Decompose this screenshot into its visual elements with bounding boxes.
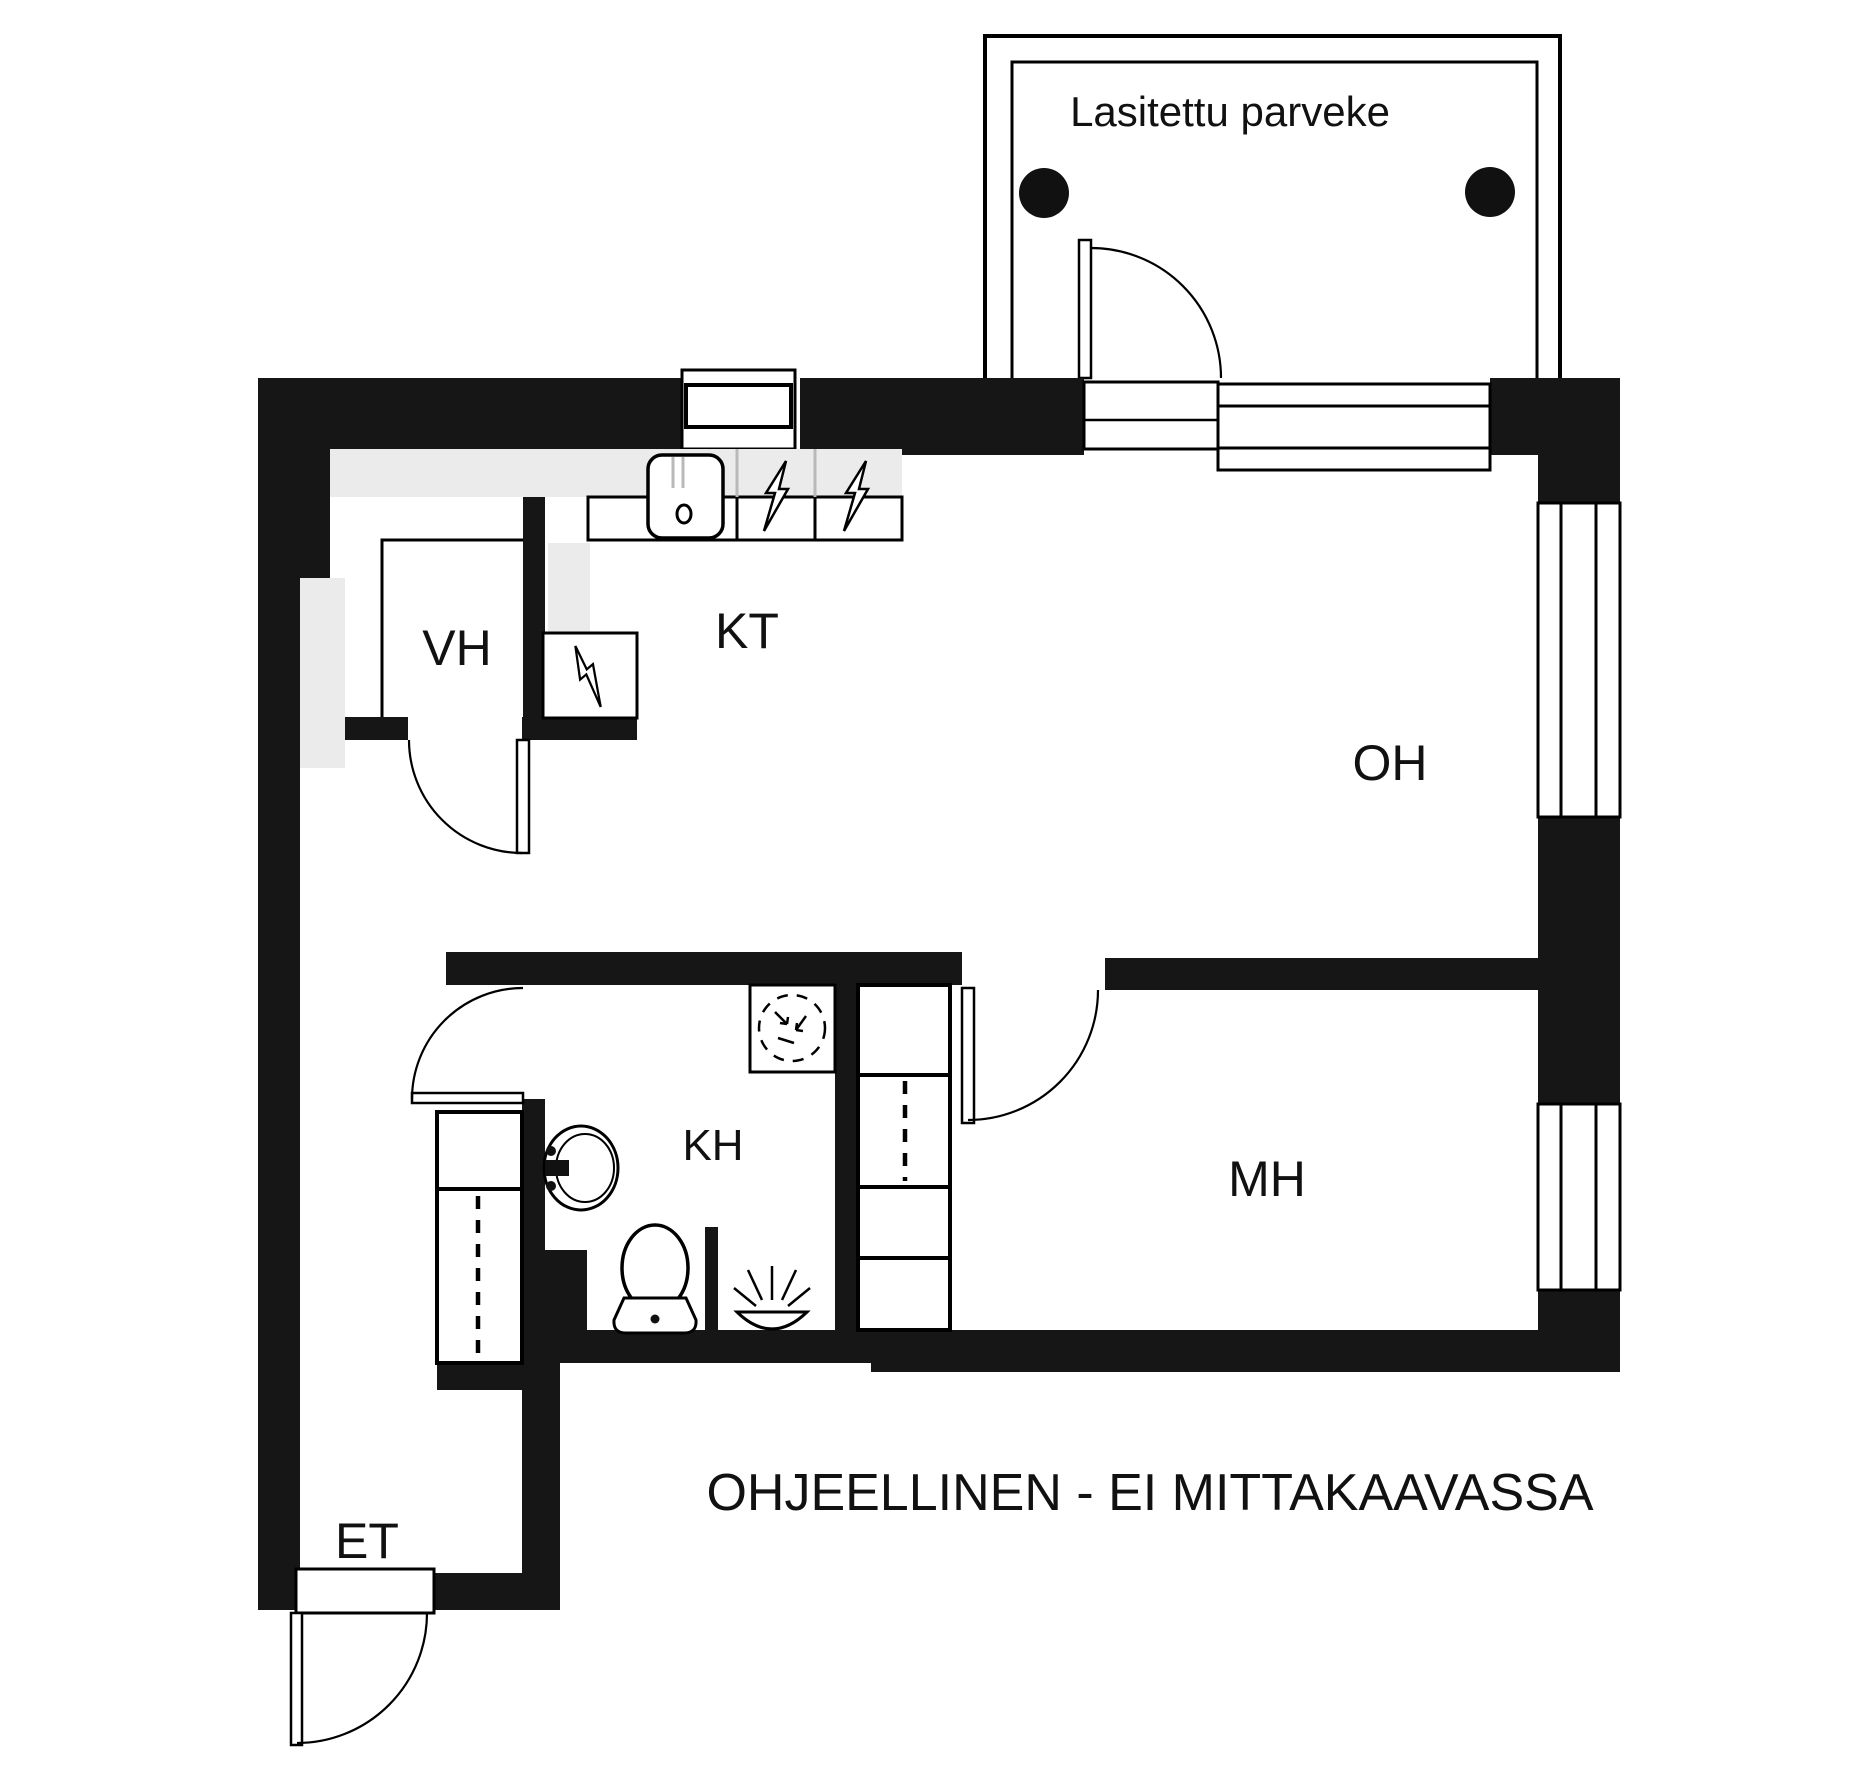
kitchen-backsplash bbox=[330, 449, 902, 497]
walls bbox=[258, 378, 1620, 1610]
bedroom-wardrobe bbox=[856, 983, 952, 1332]
wall-segment bbox=[523, 486, 545, 740]
balcony-label: Lasitettu parveke bbox=[1070, 88, 1390, 135]
hall-wardrobe bbox=[435, 1110, 524, 1365]
disclaimer-text: OHJEELLINEN - EI MITTAKAAVASSA bbox=[706, 1464, 1593, 1522]
wall-segment bbox=[800, 378, 1084, 455]
wall-segment bbox=[433, 1573, 560, 1610]
washbasin-icon bbox=[542, 1124, 620, 1212]
room-label-kt: KT bbox=[715, 603, 779, 659]
wall-segment bbox=[522, 1099, 545, 1250]
entrance-door bbox=[289, 1567, 436, 1747]
wall-segment bbox=[258, 1573, 297, 1610]
storage-units bbox=[435, 983, 952, 1365]
wall-segment bbox=[705, 1227, 718, 1332]
wall-segment bbox=[437, 1363, 560, 1390]
wall-segment bbox=[258, 378, 330, 580]
kitchen-cabinet-shading bbox=[548, 543, 590, 633]
vh-door bbox=[407, 738, 531, 855]
balcony-post-icon bbox=[1019, 168, 1069, 218]
shower-icon bbox=[733, 1266, 811, 1331]
sink-icon bbox=[646, 453, 725, 540]
wall-segment bbox=[258, 580, 300, 1610]
wall-segment bbox=[446, 952, 962, 985]
wall-segment bbox=[1105, 958, 1538, 990]
wall-segment bbox=[522, 717, 637, 740]
balcony: Lasitettu parveke bbox=[983, 34, 1562, 381]
wall-segment bbox=[835, 985, 858, 1330]
closet-room-outline bbox=[380, 538, 523, 717]
balcony-outer-wall bbox=[983, 34, 1562, 381]
balcony-door-swing-arc bbox=[1090, 246, 1223, 379]
room-labels: VH KT OH KH MH ET bbox=[335, 603, 1427, 1569]
balcony-inner-wall bbox=[1010, 60, 1539, 381]
stove-lightning-icon bbox=[762, 460, 791, 532]
living-room-top-window bbox=[1216, 382, 1492, 472]
tap-icon bbox=[545, 1160, 569, 1176]
bedroom-window bbox=[1536, 1102, 1622, 1292]
bathroom-fixtures bbox=[542, 983, 837, 1335]
kitchen-window bbox=[680, 368, 797, 451]
wall-segment bbox=[522, 1330, 871, 1363]
wall-segment bbox=[1538, 455, 1620, 503]
wall-segment bbox=[871, 1330, 1620, 1372]
wall-segment bbox=[1538, 817, 1620, 1104]
wall-segment bbox=[522, 1390, 560, 1573]
kh-door bbox=[410, 986, 525, 1105]
toilet-icon bbox=[612, 1223, 698, 1335]
doors bbox=[289, 738, 1100, 1747]
appliance-lightning-icon bbox=[574, 645, 602, 708]
vent-circle-icon bbox=[748, 983, 837, 1074]
wall-segment bbox=[522, 1250, 587, 1330]
wall-segment bbox=[1538, 1290, 1620, 1372]
living-room-side-window bbox=[1536, 501, 1622, 819]
balcony-post-icon bbox=[1465, 167, 1515, 217]
mh-door bbox=[960, 986, 1100, 1125]
wall-niche bbox=[300, 578, 345, 768]
windows bbox=[680, 368, 1622, 1292]
room-label-et: ET bbox=[335, 1513, 399, 1569]
balcony-door-leaf bbox=[1077, 238, 1093, 380]
room-label-vh: VH bbox=[422, 620, 491, 676]
room-label-oh: OH bbox=[1353, 735, 1428, 791]
room-label-mh: MH bbox=[1228, 1151, 1306, 1207]
kitchen-fittings bbox=[300, 449, 904, 768]
room-label-kh: KH bbox=[682, 1121, 743, 1170]
balcony-door-threshold bbox=[1082, 380, 1220, 451]
wall-segment bbox=[1490, 378, 1620, 455]
stove-lightning-icon bbox=[842, 460, 871, 532]
